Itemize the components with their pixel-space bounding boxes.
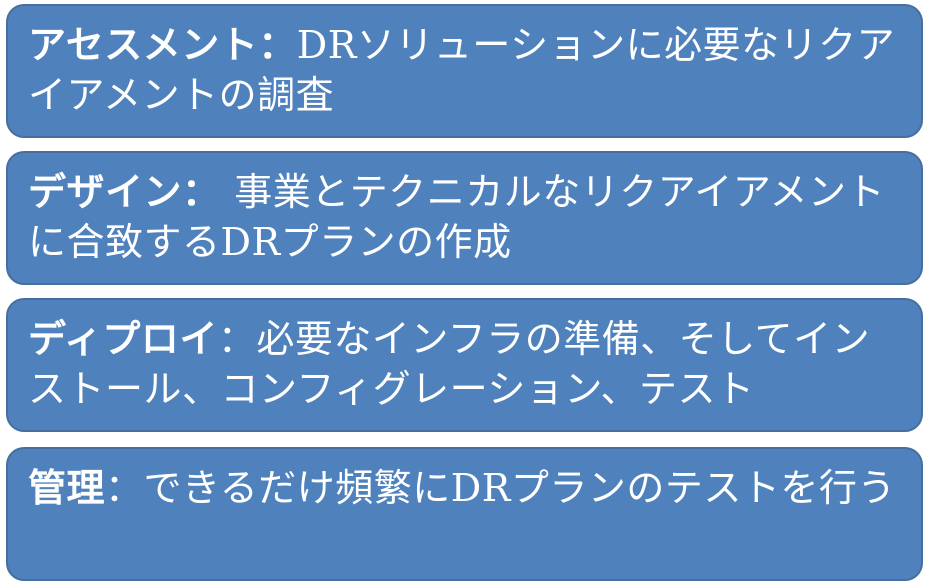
phase-separator: ： — [105, 466, 144, 510]
phase-heading: アセスメント — [28, 22, 259, 67]
phase-design-box: デザイン： 事業とテクニカルなリクアイアメントに合致するDRプランの作成 — [6, 151, 923, 285]
phase-management-box: 管理：できるだけ頻繁にDRプランのテストを行う — [6, 447, 923, 581]
phase-description: できるだけ頻繁にDRプランのテストを行う — [143, 466, 896, 510]
phase-heading: 管理 — [28, 465, 106, 510]
phase-heading: デザイン — [28, 169, 183, 214]
phase-description: 必要なインフラの準備、そしてインストール、コンフィグレーション、テスト — [28, 317, 871, 411]
phase-separator: ： — [217, 317, 257, 361]
phase-assessment-box: アセスメント：DRソリューションに必要なリクアイアメントの調査 — [6, 4, 923, 138]
phase-description: 事業とテクニカルなリクアイアメントに合致するDRプランの作成 — [28, 170, 885, 264]
phase-description: DRソリューションに必要なリクアイアメントの調査 — [28, 23, 896, 117]
phase-heading: ディプロイ — [28, 316, 218, 361]
phase-deploy-box: ディプロイ：必要なインフラの準備、そしてインストール、コンフィグレーション、テス… — [6, 298, 923, 432]
phase-separator: ： — [258, 22, 297, 67]
phase-separator: ： — [182, 169, 235, 214]
